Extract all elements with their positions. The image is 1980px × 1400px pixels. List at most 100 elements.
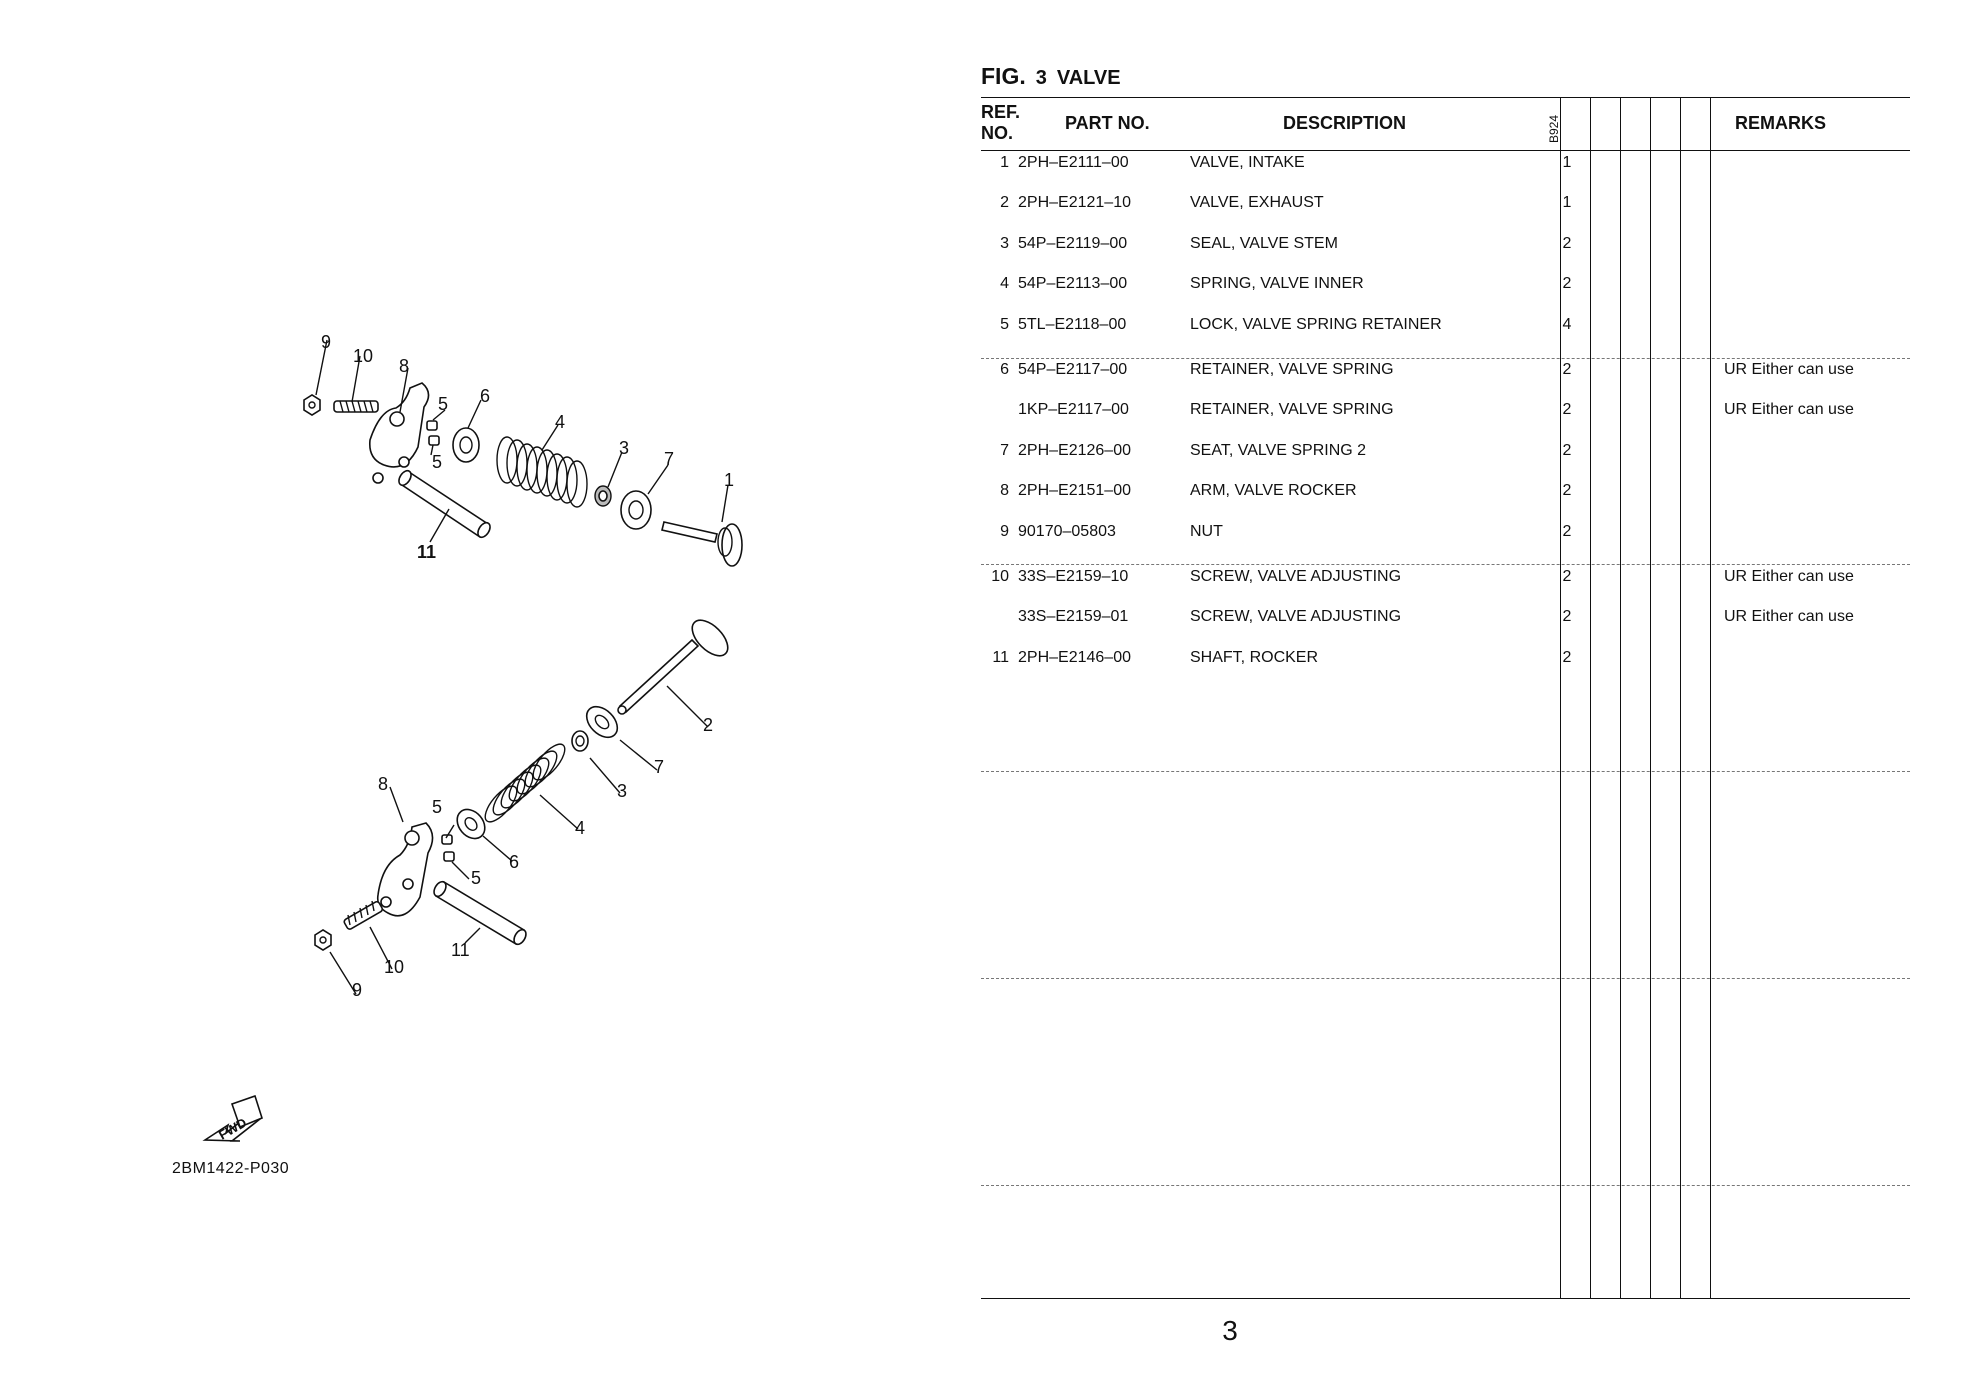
description: NUT — [1190, 523, 1223, 540]
image-code: 2BM1422-P030 — [172, 1160, 289, 1177]
part-no: 54P–E2119–00 — [1018, 235, 1128, 252]
stem-seal-part-2 — [571, 730, 589, 752]
svg-text:8: 8 — [378, 774, 388, 794]
svg-text:7: 7 — [654, 757, 664, 777]
ref-no: 5 — [1000, 316, 1009, 333]
quantity: 2 — [1562, 442, 1572, 459]
column-rule — [1680, 97, 1681, 1299]
nut-part-2 — [314, 929, 332, 951]
ref-no: 1 — [1000, 154, 1009, 171]
spring-seat-part — [620, 490, 652, 530]
rocker-arm-part-2 — [376, 822, 434, 917]
remarks: UR Either can use — [1724, 361, 1854, 378]
svg-text:3: 3 — [619, 438, 629, 458]
description: ARM, VALVE ROCKER — [1190, 482, 1357, 499]
spring-seat-part-2 — [585, 705, 619, 739]
description: SCREW, VALVE ADJUSTING — [1190, 568, 1402, 585]
svg-text:9: 9 — [352, 980, 362, 1000]
svg-text:1: 1 — [724, 470, 734, 490]
svg-text:3: 3 — [617, 781, 627, 801]
remarks: UR Either can use — [1724, 401, 1854, 418]
ref-no: 10 — [991, 568, 1009, 585]
group-divider — [981, 1185, 1910, 1186]
header-description: DESCRIPTION — [1283, 113, 1407, 133]
header-bottom-rule — [981, 150, 1910, 151]
part-no: 2PH–E2146–00 — [1018, 649, 1131, 666]
valve-lock-part — [426, 420, 440, 446]
svg-text:2: 2 — [703, 715, 713, 735]
exhaust-valve-part — [617, 619, 729, 715]
table-row: 33S–E2159–01 SCREW, VALVE ADJUSTING 2 UR Ei… — [981, 608, 1910, 638]
quantity: 2 — [1562, 235, 1572, 252]
svg-text:7: 7 — [664, 449, 674, 469]
figure-name: VALVE — [1056, 67, 1121, 89]
part-no: 33S–E2159–01 — [1018, 608, 1129, 625]
table-top-rule — [981, 97, 1910, 98]
intake-valve-part — [661, 521, 743, 567]
part-no: 5TL–E2118–00 — [1018, 316, 1127, 333]
description: LOCK, VALVE SPRING RETAINER — [1190, 316, 1442, 333]
part-no: 54P–E2117–00 — [1018, 361, 1128, 378]
svg-text:10: 10 — [353, 346, 373, 366]
figure-label: FIG. — [981, 63, 1026, 89]
ref-no: 2 — [1000, 194, 1009, 211]
valve-spring-part — [496, 436, 588, 508]
svg-text:4: 4 — [555, 412, 565, 432]
part-no: 33S–E2159–10 — [1018, 568, 1129, 585]
valve-spring-part-2 — [484, 743, 566, 823]
exploded-parts-diagram: 9 10 8 5 5 6 4 3 7 1 11 — [172, 332, 743, 1177]
quantity: 2 — [1562, 275, 1572, 292]
svg-text:9: 9 — [321, 332, 331, 352]
adjusting-screw-part-2 — [343, 900, 384, 930]
intake-assembly — [303, 339, 743, 567]
quantity: 2 — [1562, 608, 1572, 625]
quantity: 2 — [1562, 523, 1572, 540]
part-no: 1KP–E2117–00 — [1018, 401, 1129, 418]
quantity: 2 — [1562, 649, 1572, 666]
part-no: 2PH–E2121–10 — [1018, 194, 1131, 211]
ref-no: 4 — [1000, 275, 1009, 292]
svg-text:11: 11 — [451, 940, 470, 960]
group-divider — [981, 978, 1910, 979]
rocker-arm-part — [368, 382, 430, 484]
group-divider — [981, 358, 1910, 359]
quantity: 2 — [1562, 361, 1572, 378]
nut-part — [303, 394, 321, 416]
column-rule — [1710, 97, 1711, 1299]
description: VALVE, EXHAUST — [1190, 194, 1324, 211]
svg-text:11: 11 — [417, 542, 436, 562]
ref-no: 8 — [1000, 482, 1009, 499]
rocker-shaft-part — [398, 469, 491, 539]
quantity: 2 — [1562, 401, 1572, 418]
svg-text:4: 4 — [575, 818, 585, 838]
quantity: 1 — [1562, 154, 1572, 171]
ref-no: 7 — [1000, 442, 1009, 459]
forward-arrow-icon — [202, 1094, 263, 1142]
column-rule — [1620, 97, 1621, 1299]
column-rule — [1650, 97, 1651, 1299]
exhaust-assembly — [314, 619, 729, 995]
adjusting-screw-part — [333, 400, 379, 413]
column-rule — [1590, 97, 1591, 1299]
svg-text:6: 6 — [509, 852, 519, 872]
remarks: UR Either can use — [1724, 608, 1854, 625]
svg-text:5: 5 — [438, 394, 448, 414]
description: SHAFT, ROCKER — [1190, 649, 1319, 666]
ref-no: 6 — [1000, 361, 1009, 378]
header-ref-no: REF. NO. — [981, 102, 1021, 143]
description: VALVE, INTAKE — [1190, 154, 1305, 171]
quantity: 1 — [1562, 194, 1572, 211]
description: SCREW, VALVE ADJUSTING — [1190, 608, 1402, 625]
valve-lock-part-2 — [441, 834, 455, 862]
ref-no: 9 — [1000, 523, 1009, 540]
svg-text:5: 5 — [432, 452, 442, 472]
